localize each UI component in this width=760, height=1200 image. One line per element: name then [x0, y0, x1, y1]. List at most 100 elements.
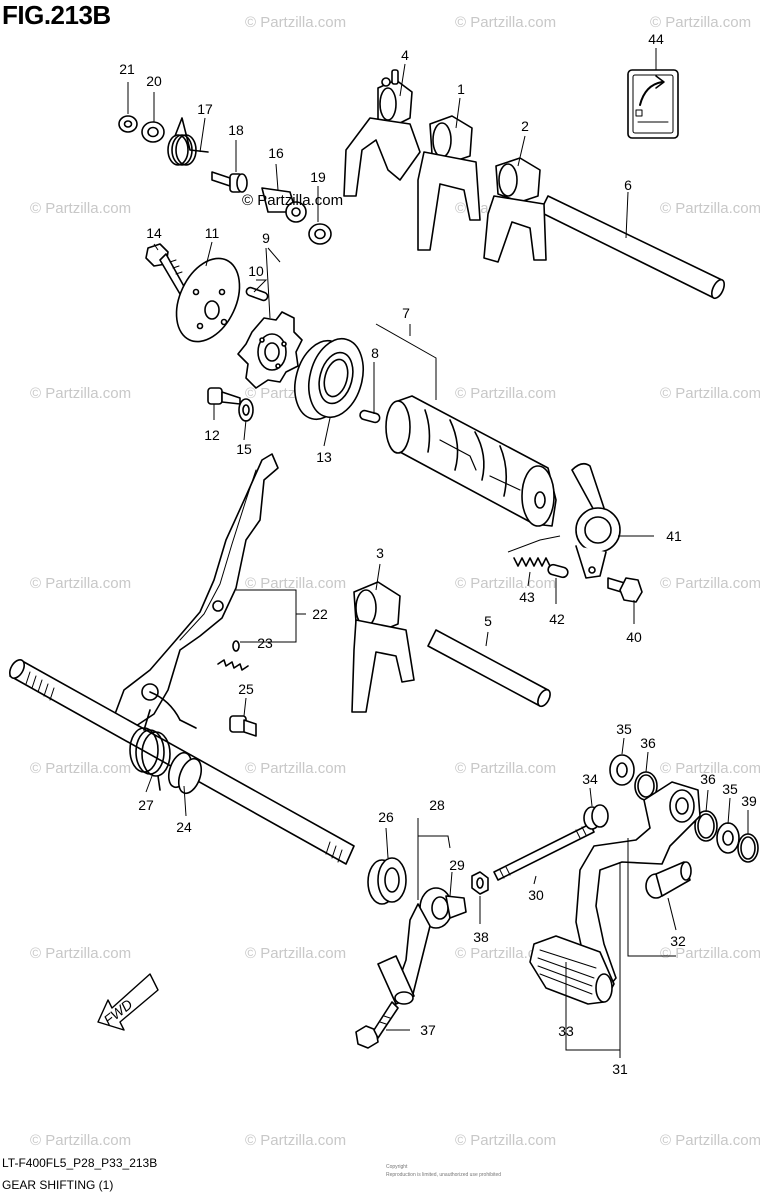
callout-label: 19 — [310, 169, 326, 185]
part-30-gearshift-link-rod[interactable] — [493, 823, 595, 881]
callout-label: 23 — [257, 635, 273, 651]
watermark-center: © Partzilla.com — [242, 192, 344, 209]
callout-label: 34 — [582, 771, 598, 787]
part-40-gear-position-switch[interactable] — [571, 462, 621, 579]
part-2-gearshift-fork[interactable] — [483, 157, 547, 263]
figure-title: FIG.213B — [2, 0, 111, 30]
part-22-gearshift-arm[interactable] — [111, 453, 279, 731]
callout-label: 11 — [205, 225, 220, 241]
callout-label: 26 — [378, 809, 394, 825]
part-15-washer[interactable] — [238, 398, 254, 422]
callout-label: 35 — [722, 781, 738, 797]
watermark: © Partzilla.com — [30, 200, 132, 217]
part-34-collar[interactable] — [583, 804, 609, 830]
callout-label: 36 — [700, 771, 716, 787]
part-42-spring[interactable] — [513, 557, 551, 567]
part-9-gearshift-cam-driven-gear[interactable] — [237, 311, 303, 389]
callout-label: 14 — [146, 225, 162, 241]
leader-lines — [127, 48, 749, 1058]
part-8-pin[interactable] — [359, 409, 381, 424]
callout-labels: 21 20 17 18 16 19 4 1 2 44 6 14 11 9 10 … — [119, 31, 757, 1077]
callout-label: 33 — [558, 1023, 574, 1039]
watermark: © Partzilla.com — [455, 14, 557, 31]
callout-label: 7 — [402, 305, 410, 321]
part-41-pin[interactable] — [547, 563, 569, 579]
callout-label: 21 — [119, 61, 135, 77]
callout-label: 36 — [640, 735, 656, 751]
callout-label: 42 — [549, 611, 565, 627]
callout-label: 43 — [519, 589, 535, 605]
part-33-pedal-rubber[interactable] — [529, 935, 615, 1005]
watermark: © Partzilla.com — [650, 14, 752, 31]
part-4-gearshift-fork[interactable] — [343, 69, 421, 197]
part-39-circlip[interactable] — [737, 833, 759, 863]
part-37-bolt[interactable] — [355, 1001, 399, 1049]
callout-label: 2 — [521, 118, 529, 134]
part-43-bolt[interactable] — [607, 577, 643, 603]
part-19-washer[interactable] — [308, 223, 332, 245]
copyright-line: Reproduction is limited, unauthorized us… — [386, 1172, 502, 1178]
watermark: © Partzilla.com — [245, 575, 347, 592]
watermark: © Partzilla.com — [30, 385, 132, 402]
fwd-arrow — [97, 973, 159, 1031]
part-26-oil-seal[interactable] — [367, 857, 407, 905]
watermark: © Partzilla.com — [245, 945, 347, 962]
part-18-bolt[interactable] — [211, 171, 248, 193]
callout-label: 29 — [449, 857, 465, 873]
part-44-label-plate[interactable] — [627, 69, 679, 139]
part-35-washer-right[interactable] — [716, 822, 740, 854]
callout-label: 41 — [666, 528, 682, 544]
watermark: © Partzilla.com — [660, 760, 760, 777]
callout-label: 16 — [268, 145, 284, 161]
part-27-return-spring[interactable] — [129, 709, 171, 791]
callout-label: 18 — [228, 122, 244, 138]
part-1-gearshift-fork[interactable] — [417, 115, 481, 251]
callout-label: 27 — [138, 797, 154, 813]
watermark: © Partzilla.com — [30, 945, 132, 962]
part-24-gearshift-shaft[interactable] — [7, 657, 355, 865]
part-5-fork-shaft[interactable] — [427, 629, 553, 708]
part-23-spring[interactable] — [217, 640, 249, 671]
callout-label: 8 — [371, 345, 379, 361]
callout-label: 30 — [528, 887, 544, 903]
watermark: © Partzilla.com — [30, 760, 132, 777]
callout-label: 32 — [670, 933, 686, 949]
callout-label: 17 — [197, 101, 213, 117]
callout-label: 22 — [312, 606, 328, 622]
part-7-gearshift-cam[interactable] — [385, 395, 557, 527]
part-14-bolt[interactable] — [145, 243, 187, 295]
callout-label: 9 — [262, 230, 270, 246]
watermark: © Partzilla.com — [245, 14, 347, 31]
callout-label: 24 — [176, 819, 192, 835]
watermark: © Partzilla.com — [245, 760, 347, 777]
watermark: © Partzilla.com — [660, 1132, 760, 1149]
part-17-torsion-spring[interactable] — [167, 117, 209, 166]
part-29-gearshift-lever[interactable] — [377, 887, 467, 1005]
part-13-bearing[interactable] — [287, 333, 372, 426]
watermark: © Partzilla.com — [455, 575, 557, 592]
watermark: © Partzilla.com — [660, 385, 760, 402]
part-6-fork-shaft[interactable] — [539, 195, 727, 300]
watermark: © Partzilla.com — [660, 200, 760, 217]
part-10-pin[interactable] — [245, 286, 269, 302]
callout-label: 5 — [484, 613, 492, 629]
part-11-stopper-plate[interactable] — [164, 248, 252, 351]
part-35-washer[interactable] — [609, 754, 635, 786]
part-32-pedal-bolt[interactable] — [645, 861, 692, 899]
part-20-washer[interactable] — [141, 121, 165, 143]
part-21-nut[interactable] — [118, 115, 138, 133]
callout-label: 38 — [473, 929, 489, 945]
part-3-gearshift-fork[interactable] — [351, 581, 415, 713]
callout-label: 28 — [429, 797, 445, 813]
part-38-nut[interactable] — [471, 871, 489, 895]
part-16-stopper[interactable] — [261, 187, 307, 223]
callout-label: 35 — [616, 721, 632, 737]
part-12-bolt[interactable] — [207, 387, 241, 405]
callout-label: 40 — [626, 629, 642, 645]
watermark: © Partzilla.com — [455, 760, 557, 777]
callout-label: 12 — [204, 427, 220, 443]
watermark: © Partzilla.com — [30, 1132, 132, 1149]
part-25-pin[interactable] — [229, 715, 257, 737]
part-31-gearshift-pedal[interactable] — [575, 781, 701, 991]
